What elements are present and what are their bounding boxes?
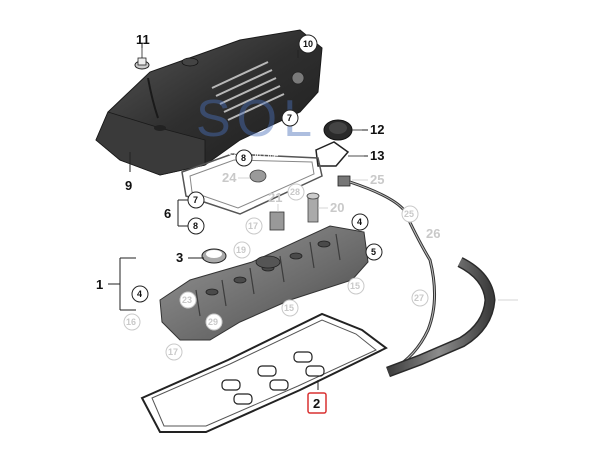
callout-7a: 7 <box>287 113 292 123</box>
callout-8b: 8 <box>193 221 198 231</box>
callout-25b-circle: 25 <box>401 205 419 223</box>
seal-ring-part-13 <box>315 141 364 167</box>
callout-8b-circle: 8 <box>187 217 205 235</box>
callout-29: 29 <box>208 317 218 327</box>
callout-19-circle: 19 <box>233 241 251 259</box>
callout-15a: 15 <box>350 281 360 291</box>
callout-4a-circle: 4 <box>351 213 369 231</box>
callout-2-box: 2 <box>307 392 327 414</box>
callout-9: 9 <box>125 178 132 193</box>
callout-17b-circle: 17 <box>165 343 183 361</box>
watermark-tagline: Sales On Line <box>228 151 279 160</box>
callout-16a-circle: 16 <box>123 313 141 331</box>
callout-8a: 8 <box>241 153 246 163</box>
callout-27-circle: 27 <box>411 289 429 307</box>
callout-21: 21 <box>268 190 282 205</box>
callout-23: 23 <box>182 295 192 305</box>
callout-7a-circle: 7 <box>281 109 299 127</box>
callout-4b: 4 <box>137 289 142 299</box>
callout-13: 13 <box>370 148 384 163</box>
callout-17-circle: 17 <box>245 217 263 235</box>
callout-10: 10 <box>303 39 313 49</box>
callout-29-circle: 29 <box>205 313 223 331</box>
callout-19: 19 <box>236 245 246 255</box>
callout-2: 2 <box>313 396 320 411</box>
callout-25b: 25 <box>404 209 414 219</box>
bracket-part-21 <box>269 204 285 231</box>
callout-8a-circle: 8 <box>235 149 253 167</box>
callout-17b: 17 <box>168 347 178 357</box>
callout-23-circle: 23 <box>179 291 197 309</box>
callout-3: 3 <box>176 250 183 265</box>
breather-pipe-part-27 <box>386 257 518 378</box>
callout-4a: 4 <box>357 217 362 227</box>
callout-24: 24 <box>222 170 237 185</box>
callout-16a: 16 <box>126 317 136 327</box>
sensor-part-20 <box>306 192 328 223</box>
callout-12: 12 <box>370 122 384 137</box>
cylinder-head-cover <box>159 225 369 341</box>
callout-10-circle: 10 <box>298 34 318 54</box>
oil-cap-part-12 <box>323 119 362 141</box>
leader-lines <box>108 44 368 390</box>
vent-hose-part-26 <box>349 180 437 372</box>
callout-7b-circle: 7 <box>187 191 205 209</box>
callouts: 11 9 12 13 6 3 1 24 25 21 20 26 10 7 8 7 <box>96 32 440 414</box>
callout-7b: 7 <box>193 195 198 205</box>
callout-25: 25 <box>370 172 384 187</box>
callout-15a-circle: 15 <box>347 277 365 295</box>
callout-11: 11 <box>136 32 150 47</box>
callout-4b-circle: 4 <box>131 285 149 303</box>
valve-cover-gasket <box>140 312 388 433</box>
cap-part-11 <box>134 48 150 70</box>
spark-plug-gasket <box>181 153 323 215</box>
grommet-part-24 <box>238 169 267 183</box>
callout-17: 17 <box>248 221 258 231</box>
callout-27: 27 <box>414 293 424 303</box>
engine-cover <box>95 29 323 176</box>
callout-28: 28 <box>290 187 300 197</box>
callout-15b: 15 <box>284 303 294 313</box>
callout-1: 1 <box>96 277 103 292</box>
watermark-logo: SOL <box>196 90 318 148</box>
callout-28-circle: 28 <box>287 183 305 201</box>
callout-6: 6 <box>164 206 171 221</box>
callout-15b-circle: 15 <box>281 299 299 317</box>
fitting-part-25 <box>337 175 368 187</box>
callout-26: 26 <box>426 226 440 241</box>
callout-20: 20 <box>330 200 344 215</box>
callout-5-circle: 5 <box>365 243 383 261</box>
callout-5: 5 <box>371 247 376 257</box>
seal-part-3 <box>201 248 227 264</box>
